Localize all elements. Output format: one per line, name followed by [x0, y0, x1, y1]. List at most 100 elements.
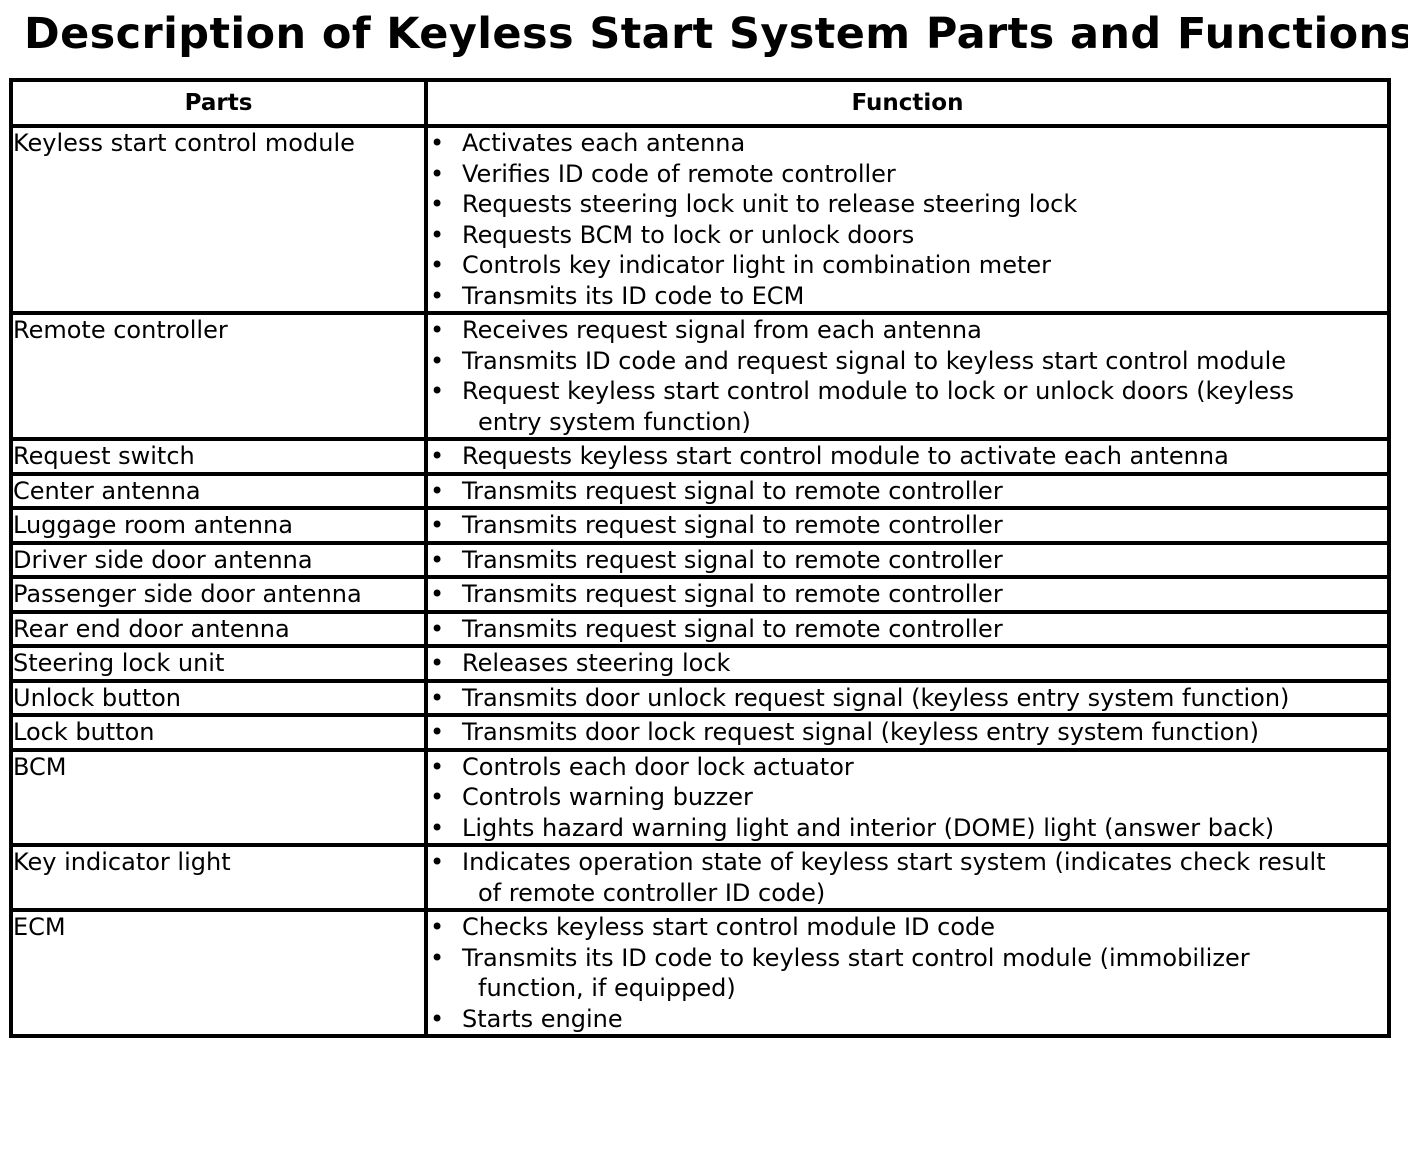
part-name-cell: Rear end door antenna [9, 609, 428, 648]
table-row: Center antenna• Transmits request signal … [9, 471, 1391, 510]
column-header-function: Function [424, 78, 1391, 128]
function-item: • Checks keyless start control module ID … [428, 912, 1387, 943]
bullet-icon: • [430, 511, 445, 539]
function-text: Controls warning buzzer [462, 783, 753, 811]
function-item: •Transmits door unlock request signal (k… [428, 683, 1387, 714]
function-text: Releases steering lock [462, 649, 731, 677]
function-text: Starts engine [462, 1004, 623, 1033]
bullet-icon: • [430, 813, 445, 842]
function-text: Receives request signal from each antenn… [462, 316, 982, 344]
function-cell: •Requests keyless start control module t… [424, 437, 1391, 476]
function-list: • Transmits door lock request signal (key… [428, 717, 1387, 748]
function-list: •Activates each antenna•Verifies ID code… [428, 128, 1387, 311]
function-list: •Transmits door unlock request signal (k… [428, 683, 1387, 714]
function-text: Transmits request signal to remote contr… [462, 580, 1003, 608]
part-name-cell: ECM [9, 908, 428, 1038]
function-text-continuation: entry system function) [478, 407, 751, 436]
table-row: Key indicator light•Indicates operation … [9, 843, 1391, 912]
function-item: •Releases steering lock [428, 648, 1387, 679]
bullet-icon: • [430, 129, 445, 157]
function-list: • Transmits request signal to remote cont… [428, 545, 1387, 576]
table-row: Remote controller• Receives request signa… [9, 311, 1391, 441]
function-item: •Verifies ID code of remote controller [428, 159, 1387, 190]
part-name-cell: Unlock button [9, 678, 428, 717]
table-row: Keyless start control module•Activates e… [9, 124, 1391, 315]
function-item: •Transmits its ID code to keyless start … [428, 943, 1387, 1004]
function-cell: •Indicates operation state of keyless st… [424, 843, 1391, 912]
function-list: • Transmits request signal to remote cont… [428, 510, 1387, 541]
part-name-cell: BCM [9, 747, 428, 847]
function-list: • Transmits request signal to remote cont… [428, 476, 1387, 507]
function-cell: •Transmits request signal to remote cont… [424, 575, 1391, 614]
function-item: •Requests keyless start control module t… [428, 441, 1387, 472]
part-name-cell: Remote controller [9, 311, 428, 441]
function-item: • Transmits request signal to remote cont… [428, 510, 1387, 541]
function-list: • Controls each door lock actuator • Contro… [428, 752, 1387, 844]
function-text: Transmits request signal to remote contr… [462, 545, 1003, 574]
function-text: Controls each door lock actuator [462, 752, 854, 781]
bullet-icon: • [430, 913, 445, 941]
table-row: Unlock button•Transmits door unlock requ… [9, 678, 1391, 717]
function-item: •Indicates operation state of keyless st… [428, 847, 1387, 908]
column-header-parts: Parts [9, 78, 428, 128]
table-row: Rear end door antenna•Transmits request … [9, 609, 1391, 648]
bullet-icon: • [430, 614, 445, 643]
table-row: Driver side door antenna•Transmits reque… [9, 540, 1391, 579]
part-name-cell: Luggage room antenna [9, 506, 428, 545]
function-item: • Transmits request signal to remote cont… [428, 545, 1387, 576]
function-item: • Transmits request signal to remote cont… [428, 476, 1387, 507]
function-item: •Transmits ID code and request signal to… [428, 346, 1387, 377]
bullet-icon: • [430, 848, 445, 876]
function-list: •Releases steering lock [428, 648, 1387, 679]
function-text: Transmits request signal to remote contr… [462, 511, 1003, 539]
table-row: BCM• Controls each door lock actuator • Con… [9, 747, 1391, 847]
function-cell: • Receives request signal from each anten… [424, 311, 1391, 441]
bullet-icon: • [430, 545, 445, 574]
bullet-icon: • [430, 220, 445, 249]
bullet-icon: • [430, 752, 445, 781]
function-cell: • Transmits request signal to remote cont… [424, 506, 1391, 545]
part-name-cell: Request switch [9, 437, 428, 476]
function-text: Verifies ID code of remote controller [462, 159, 896, 188]
function-text: Controls key indicator light in combinat… [462, 251, 1051, 279]
function-item: •Transmits request signal to remote cont… [428, 579, 1387, 610]
function-cell: • Transmits request signal to remote cont… [424, 471, 1391, 510]
function-item: • Lights hazard warning light and interio… [428, 813, 1387, 844]
function-cell: •Transmits request signal to remote cont… [424, 609, 1391, 648]
function-text: Transmits request signal to remote contr… [462, 476, 1003, 505]
table-row: Lock button• Transmits door lock request … [9, 713, 1391, 752]
function-text: Lights hazard warning light and interior… [462, 813, 1275, 842]
function-item: •Transmits its ID code to ECM [428, 281, 1387, 312]
function-cell: •Transmits door unlock request signal (k… [424, 678, 1391, 717]
bullet-icon: • [430, 377, 445, 405]
part-name-cell: Lock button [9, 713, 428, 752]
function-cell: • Checks keyless start control module ID … [424, 908, 1391, 1038]
function-item: •Starts engine [428, 1004, 1387, 1035]
table-row: Request switch•Requests keyless start co… [9, 437, 1391, 476]
part-name-cell: Passenger side door antenna [9, 575, 428, 614]
bullet-icon: • [430, 718, 445, 746]
function-list: •Transmits request signal to remote cont… [428, 614, 1387, 645]
function-cell: •Activates each antenna•Verifies ID code… [424, 124, 1391, 315]
function-item: • Requests steering lock unit to release … [428, 189, 1387, 220]
page-title: Description of Keyless Start System Part… [24, 9, 1408, 59]
function-cell: •Releases steering lock [424, 644, 1391, 683]
function-item: •Receives request signal from each anten… [428, 315, 1387, 346]
function-text: Requests keyless start control module to… [462, 442, 1229, 470]
function-cell: • Controls each door lock actuator • Contro… [424, 747, 1391, 847]
part-name-cell: Center antenna [9, 471, 428, 510]
bullet-icon: • [430, 190, 445, 218]
table-body: Keyless start control module•Activates e… [9, 124, 1391, 1038]
function-item: •Transmits request signal to remote cont… [428, 614, 1387, 645]
bullet-icon: • [430, 476, 445, 505]
part-name-cell: Steering lock unit [9, 644, 428, 683]
function-text: Checks keyless start control module ID c… [462, 913, 996, 941]
function-item: •Requests BCM to lock or unlock doors [428, 220, 1387, 251]
function-text: Transmits its ID code to ECM [462, 281, 805, 310]
table-row: Luggage room antenna• Transmits request s… [9, 506, 1391, 545]
function-text: Requests steering lock unit to release s… [462, 190, 1078, 218]
function-text: Transmits door lock request signal (keyl… [462, 718, 1259, 746]
function-text: Transmits door unlock request signal (ke… [462, 683, 1290, 712]
function-item: •Request keyless start control module to… [428, 376, 1387, 437]
function-list: •Indicates operation state of keyless st… [428, 847, 1387, 908]
